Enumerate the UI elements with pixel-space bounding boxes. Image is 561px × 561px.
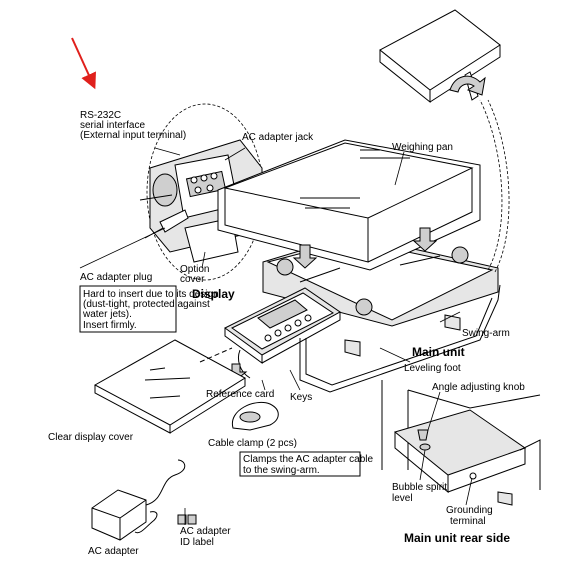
label-rs232c-2: serial interface [80, 120, 145, 131]
label-main-unit-rear-side: Main unit rear side [404, 531, 510, 545]
clamp-note-box [239, 451, 361, 477]
label-bubble-spirit-level-1: Bubble spirit [392, 482, 447, 493]
label-grounding-terminal-2: terminal [450, 516, 486, 527]
label-clamp-note-2: to the swing-arm. [243, 465, 320, 476]
label-weighing-pan: Weighing pan [392, 142, 453, 153]
label-clear-display-cover: Clear display cover [48, 432, 134, 443]
label-grounding-terminal-1: Grounding [446, 505, 493, 516]
far-display-unit [379, 9, 501, 104]
label-ac-adapter: AC adapter [88, 546, 139, 557]
label-ac-adapter-plug: AC adapter plug [80, 272, 152, 283]
label-swing-arm: Swing-arm [462, 328, 510, 339]
label-clamp-note-1: Clamps the AC adapter cable [243, 454, 374, 465]
label-ac-adapter-jack: AC adapter jack [242, 132, 314, 143]
label-rs232c-1: RS-232C [80, 110, 121, 121]
plug-note-box [79, 285, 177, 333]
clear-display-cover [93, 339, 246, 434]
label-keys: Keys [290, 392, 312, 403]
rear-side-view [381, 380, 541, 506]
label-angle-adjusting-knob: Angle adjusting knob [432, 382, 525, 393]
label-leveling-foot: Leveling foot [404, 363, 461, 374]
ac-adapter [91, 459, 197, 541]
weighing-pan [217, 139, 481, 271]
labels: RS-232C serial interface (External input… [48, 110, 525, 557]
label-ac-adapter-id-2: ID label [180, 537, 214, 548]
pointer-arrow [71, 37, 96, 90]
label-plug-note-4: Insert firmly. [83, 320, 137, 331]
label-display: Display [192, 287, 235, 301]
label-ac-adapter-id-1: AC adapter [180, 526, 231, 537]
label-plug-note-3: water jets). [82, 309, 132, 320]
label-rs232c-3: (External input terminal) [80, 130, 186, 141]
label-reference-card: Reference card [206, 389, 274, 400]
label-option-cover-1: Option [180, 264, 209, 275]
label-cable-clamp: Cable clamp (2 pcs) [208, 438, 297, 449]
label-plug-note-2: (dust-tight, protected against [83, 299, 210, 310]
label-plug-note-1: Hard to insert due to its design [83, 289, 219, 300]
display-unit [224, 287, 341, 381]
label-bubble-spirit-level-2: level [392, 493, 413, 504]
cable-clamp [231, 402, 279, 431]
leader-lines [79, 147, 473, 525]
label-option-cover-2: cover [180, 274, 205, 285]
label-main-unit: Main unit [412, 345, 465, 359]
